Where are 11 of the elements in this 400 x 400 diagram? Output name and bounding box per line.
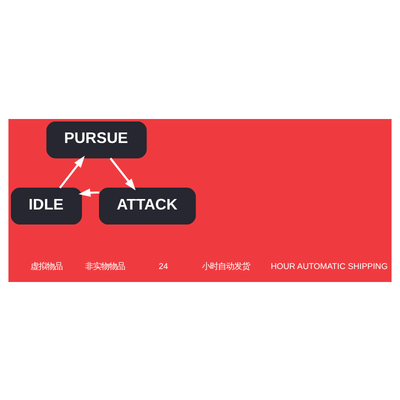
node-box: IDLE	[10, 187, 82, 224]
label: 24	[158, 260, 168, 270]
label: 小时自动发货	[202, 260, 250, 270]
node-box: PURSUE	[46, 120, 147, 158]
node-box: ATTACK	[99, 187, 196, 224]
arrow	[110, 157, 136, 190]
arrow	[78, 188, 100, 196]
arrow	[59, 155, 85, 188]
label: 虚拟物品	[30, 260, 62, 270]
label: 非实物物品	[84, 260, 125, 270]
label: HOUR AUTOMATIC SHIPPING	[270, 260, 388, 270]
